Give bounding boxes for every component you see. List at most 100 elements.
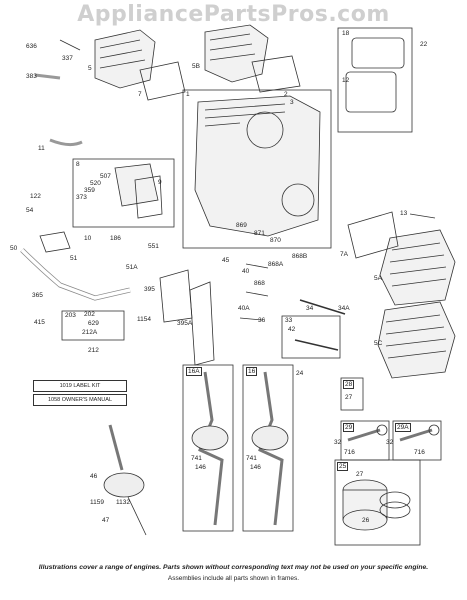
callout-3: 3 bbox=[290, 99, 294, 106]
frame-valve-assembly bbox=[281, 315, 341, 359]
callout-42: 42 bbox=[288, 326, 296, 333]
callout-359: 359 bbox=[84, 187, 95, 194]
callout-10: 10 bbox=[84, 235, 92, 242]
callout-551: 551 bbox=[148, 243, 159, 250]
callout-212a: 212A bbox=[82, 329, 98, 336]
callout-22: 22 bbox=[420, 41, 428, 48]
callout-24: 24 bbox=[296, 370, 304, 377]
callout-1132: 1132 bbox=[116, 499, 130, 506]
callout-636: 636 bbox=[26, 43, 37, 50]
callout-9: 9 bbox=[158, 179, 162, 186]
callout-629: 629 bbox=[88, 320, 99, 327]
head-gaskets bbox=[139, 55, 301, 101]
side-gasket bbox=[347, 211, 399, 259]
callout-868b: 868B bbox=[292, 253, 308, 260]
callout-869: 869 bbox=[236, 222, 247, 229]
callout-365: 365 bbox=[32, 292, 43, 299]
callout-507: 507 bbox=[100, 173, 111, 180]
cylinder-head-left bbox=[94, 29, 156, 89]
callout-5b: 5B bbox=[192, 63, 200, 70]
frame-crankshaft-a bbox=[182, 364, 234, 532]
callout-51: 51 bbox=[70, 255, 78, 262]
cylinder-block bbox=[194, 95, 321, 237]
frame-piston bbox=[334, 459, 421, 546]
callout-716b: 716 bbox=[414, 449, 425, 456]
frame-linkage-kit bbox=[61, 310, 125, 341]
crankshaft-a bbox=[191, 371, 229, 526]
callout-146: 146 bbox=[195, 464, 206, 471]
callout-146b: 146 bbox=[250, 464, 261, 471]
callout-27: 27 bbox=[345, 394, 353, 401]
frame-breather-assembly bbox=[72, 158, 175, 228]
callout-13: 13 bbox=[400, 210, 408, 217]
exhaust-manifold bbox=[20, 231, 131, 301]
crankshaft-b bbox=[251, 371, 289, 526]
callout-870: 870 bbox=[270, 237, 281, 244]
callout-741b: 741 bbox=[246, 455, 257, 462]
cylinder-head-5a bbox=[379, 229, 456, 306]
breather-parts bbox=[114, 163, 163, 219]
piston bbox=[342, 479, 411, 531]
frame-label-25: 25 bbox=[337, 462, 349, 471]
callout-45: 45 bbox=[222, 257, 230, 264]
callout-47: 47 bbox=[102, 517, 110, 524]
frame-crankshaft-b bbox=[242, 364, 294, 532]
callout-32: 32 bbox=[334, 439, 342, 446]
callout-520: 520 bbox=[90, 180, 101, 187]
frame-label-16a: 16A bbox=[186, 367, 202, 376]
camshaft bbox=[103, 424, 147, 536]
callout-1154: 1154 bbox=[137, 316, 151, 323]
callout-34a: 34A bbox=[338, 305, 350, 312]
callout-741: 741 bbox=[191, 455, 202, 462]
callout-40a: 40A bbox=[238, 305, 250, 312]
callout-868: 868 bbox=[254, 280, 265, 287]
callout-395a: 395A bbox=[177, 320, 193, 327]
callout-122: 122 bbox=[30, 193, 41, 200]
valves bbox=[294, 299, 346, 351]
label-kit-box: 1019 LABEL KIT bbox=[33, 380, 127, 392]
watermark: AppliancePartsPros.com bbox=[77, 2, 390, 27]
callout-337: 337 bbox=[62, 55, 73, 62]
callout-7a: 7A bbox=[340, 251, 348, 258]
callout-46: 46 bbox=[90, 473, 98, 480]
frame-rod-28 bbox=[340, 377, 364, 411]
cylinder-head-5c bbox=[377, 301, 456, 379]
frame-label-28: 28 bbox=[343, 380, 355, 389]
callout-34: 34 bbox=[306, 305, 314, 312]
frame-label-29: 29 bbox=[343, 423, 355, 432]
callout-36: 36 bbox=[258, 317, 266, 324]
disclaimer-text: Illustrations cover a range of engines. … bbox=[38, 564, 429, 571]
callout-186: 186 bbox=[110, 235, 121, 242]
callout-5c: 5C bbox=[374, 340, 383, 347]
callout-7: 7 bbox=[138, 91, 142, 98]
frame-cylinder-assembly bbox=[182, 89, 332, 249]
callout-40: 40 bbox=[242, 268, 250, 275]
callout-1159: 1159 bbox=[90, 499, 104, 506]
callout-716: 716 bbox=[344, 449, 355, 456]
callout-212: 212 bbox=[88, 347, 99, 354]
callout-51a: 51A bbox=[126, 264, 138, 271]
callout-5a: 5A bbox=[374, 275, 382, 282]
assembly-note: Assemblies include all parts shown in fr… bbox=[167, 575, 300, 582]
callout-11: 11 bbox=[38, 145, 45, 152]
callout-27b: 27 bbox=[356, 471, 364, 478]
frame-gasket-kit bbox=[337, 27, 413, 133]
callout-383: 383 bbox=[26, 73, 37, 80]
misc-hardware bbox=[34, 39, 436, 366]
callout-871: 871 bbox=[254, 230, 265, 237]
callout-8: 8 bbox=[76, 161, 80, 168]
gasket-set bbox=[345, 37, 405, 113]
callout-54: 54 bbox=[26, 207, 34, 214]
callout-18: 18 bbox=[342, 30, 350, 37]
callout-2: 2 bbox=[284, 91, 288, 98]
frame-label-29a: 29A bbox=[395, 423, 411, 432]
callout-26: 26 bbox=[362, 517, 370, 524]
cylinder-head-right bbox=[204, 24, 269, 83]
callout-373: 373 bbox=[76, 194, 87, 201]
owners-manual-box: 1058 OWNER'S MANUAL bbox=[33, 394, 127, 406]
callout-395: 395 bbox=[144, 286, 155, 293]
callout-33: 33 bbox=[285, 317, 293, 324]
frame-label-16: 16 bbox=[246, 367, 258, 376]
callout-203: 203 bbox=[65, 312, 76, 319]
